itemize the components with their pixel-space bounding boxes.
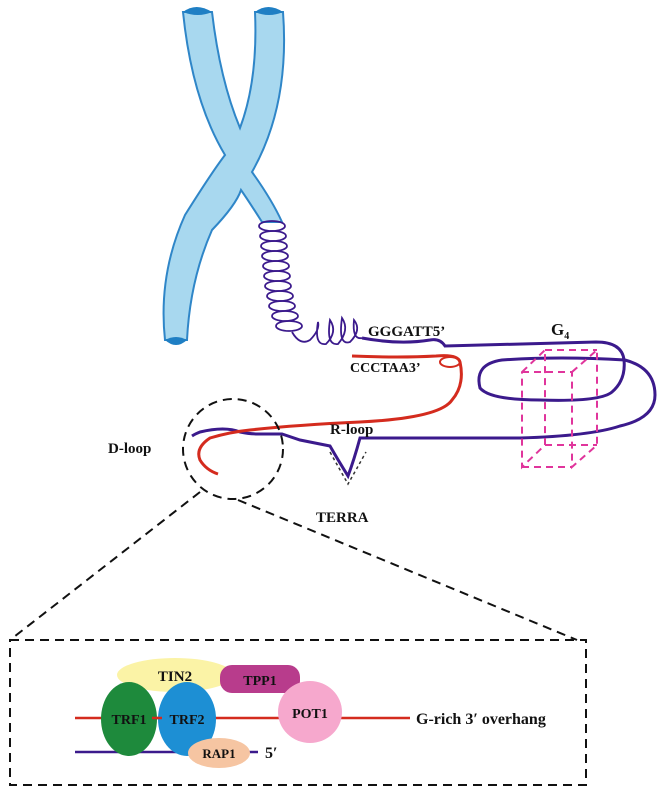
zoom-line-left — [9, 491, 201, 641]
tpp1-label: TPP1 — [243, 674, 276, 689]
tin2-protein — [117, 658, 233, 692]
chromosome-tip-top-right — [255, 7, 283, 15]
c-strand-end-loop — [439, 356, 461, 368]
shelterin-zoom-box — [9, 639, 587, 786]
tpp1-protein — [220, 665, 300, 693]
telomere-coil — [258, 220, 303, 332]
c-strand-end-label: CCCTAA3’ — [350, 361, 421, 376]
shelterin-complex: TIN2 TPP1 POT1 TRF1 TRF2 RAP1 G-rich 3′ … — [75, 658, 546, 768]
terra-strand — [329, 451, 367, 486]
d-loop-label: D-loop — [108, 441, 151, 457]
trf1-protein — [101, 682, 157, 756]
trf2-protein — [158, 682, 216, 756]
c-strand — [197, 354, 463, 476]
zoom-line-right — [237, 499, 578, 641]
rap1-protein — [188, 738, 250, 768]
trf2-label: TRF2 — [170, 713, 205, 728]
chromosome-tip-bottom — [165, 337, 187, 345]
g-strand — [191, 336, 657, 480]
g-quadruplex — [521, 347, 598, 470]
g4-label: G4 — [551, 320, 569, 342]
horizontal-coil — [291, 315, 363, 345]
g-strand-end-label: GGGATT5’ — [368, 324, 445, 340]
pot1-protein — [278, 681, 342, 743]
chromosome-tip-top-left — [183, 7, 212, 15]
r-loop-label: R-loop — [330, 422, 373, 438]
rap1-label: RAP1 — [202, 746, 235, 761]
five-prime-label: 5′ — [265, 745, 278, 762]
tin2-label: TIN2 — [158, 669, 192, 685]
chromosome-body — [162, 11, 286, 341]
overhang-label: G-rich 3′ overhang — [416, 711, 546, 728]
chromosome — [162, 7, 303, 345]
trf1-label: TRF1 — [112, 713, 147, 728]
d-loop-zoom-circle — [182, 398, 284, 500]
pot1-label: POT1 — [292, 707, 328, 722]
terra-label: TERRA — [316, 510, 369, 526]
